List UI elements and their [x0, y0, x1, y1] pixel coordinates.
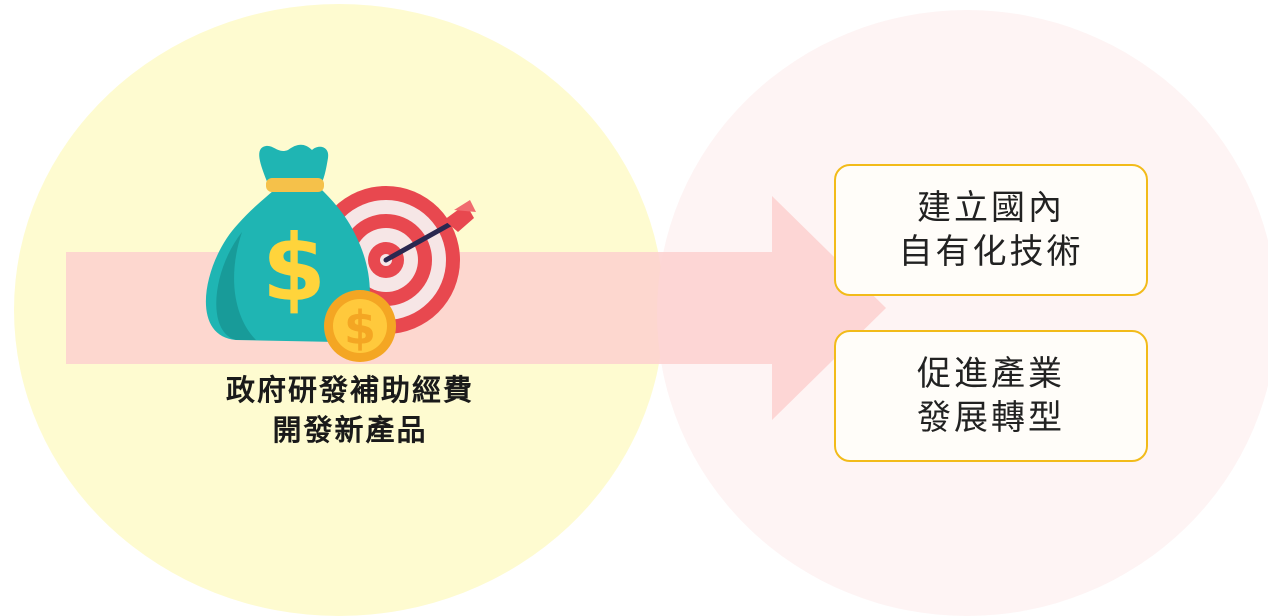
outcome-line1: 促進產業	[917, 354, 1065, 394]
outcome-box-industry: 促進產業 發展轉型	[834, 330, 1148, 462]
funding-illustration: $ $	[205, 144, 476, 362]
source-label-line1: 政府研發補助經費	[225, 373, 474, 407]
source-label-line2: 開發新產品	[272, 413, 428, 447]
coin-icon: $	[324, 290, 396, 362]
outcome-line1: 建立國內	[917, 188, 1065, 228]
dart-icon	[383, 200, 476, 263]
svg-text:$: $	[344, 301, 376, 355]
svg-text:$: $	[262, 215, 326, 322]
source-label: 政府研發補助經費 開發新產品	[130, 370, 570, 450]
outcome-line2: 自有化技術	[898, 232, 1084, 272]
money-bag-icon: $	[205, 144, 370, 342]
outcome-line2: 發展轉型	[917, 398, 1065, 438]
outcome-box-technology: 建立國內 自有化技術	[834, 164, 1148, 296]
